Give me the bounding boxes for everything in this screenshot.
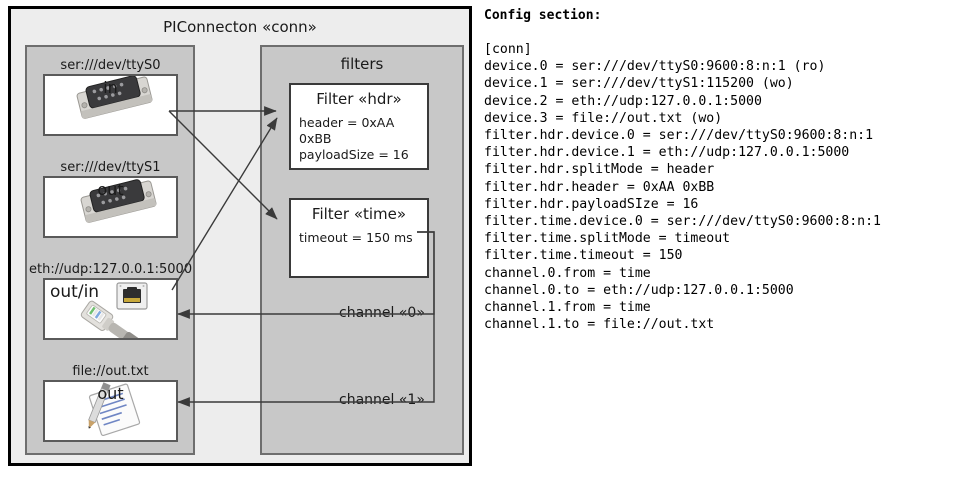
config-line: filter.hdr.device.0 = ser:///dev/ttyS0:9… [484, 128, 874, 144]
config-line: channel.1.from = time [484, 300, 651, 316]
filters-group-title: filters [340, 55, 384, 73]
filter-prop: timeout = 150 ms [299, 230, 413, 245]
page-title: PIConnecton «conn» [163, 18, 317, 36]
config-line: filter.hdr.header = 0xAA 0xBB [484, 179, 715, 195]
config-line: filter.time.splitMode = timeout [484, 231, 731, 247]
device-direction-label: out [97, 384, 124, 403]
device-direction-label: in [103, 78, 118, 97]
config-line: [conn] [484, 42, 532, 57]
piconnecton-container: PIConnecton «conn» ser:///dev/ttyS0 in [8, 6, 472, 466]
config-line: device.3 = file://out.txt (wo) [484, 110, 723, 126]
serial-port-icon [45, 178, 176, 236]
filters-group: filters Filter «hdr» header = 0xAA 0xBB … [260, 45, 464, 455]
ethernet-plug-icon [45, 280, 176, 338]
device-label: ser:///dev/ttyS1 [60, 160, 161, 175]
config-line: device.0 = ser:///dev/ttyS0:9600:8:n:1 (… [484, 59, 826, 75]
filter-prop: header = 0xAA 0xBB [299, 115, 395, 146]
device-label: eth://udp:127.0.0.1:5000 [29, 262, 193, 277]
config-line: channel.1.to = file://out.txt [484, 317, 715, 333]
filter-title: Filter «time» [311, 205, 407, 223]
text-file-icon [45, 382, 176, 440]
config-line: device.2 = eth://udp:127.0.0.1:5000 [484, 93, 762, 109]
filter-title: Filter «hdr» [316, 90, 402, 108]
filter-hdr-box[interactable]: Filter «hdr» header = 0xAA 0xBB payloadS… [289, 83, 429, 170]
filter-time-box[interactable]: Filter «time» timeout = 150 ms [289, 198, 429, 278]
serial-port-icon [45, 76, 176, 134]
device-label: file://out.txt [72, 364, 149, 379]
device-direction-label: out/in [50, 282, 100, 302]
channel-0-label: channel «0» [339, 305, 425, 321]
config-line: filter.hdr.splitMode = header [484, 162, 715, 178]
device-card[interactable]: in [43, 74, 178, 136]
device-label: ser:///dev/ttyS0 [60, 58, 161, 73]
config-heading: Config section: [484, 8, 602, 23]
config-line: device.1 = ser:///dev/ttyS1:115200 (wo) [484, 76, 794, 92]
config-line: channel.0.to = eth://udp:127.0.0.1:5000 [484, 282, 794, 298]
config-line: filter.hdr.device.1 = eth://udp:127.0.0.… [484, 145, 850, 161]
device-serial-ttys0[interactable]: ser:///dev/ttyS0 in [43, 57, 178, 136]
config-line: filter.hdr.payloadSIze = 16 [484, 196, 699, 212]
config-line: channel.0.from = time [484, 265, 651, 281]
device-card[interactable]: out [43, 176, 178, 238]
devices-group: ser:///dev/ttyS0 in [25, 45, 195, 455]
filter-prop: payloadSize = 16 [299, 147, 409, 162]
config-line: filter.time.timeout = 150 [484, 248, 683, 264]
device-serial-ttys1[interactable]: ser:///dev/ttyS1 out [43, 159, 178, 238]
config-line: filter.time.device.0 = ser:///dev/ttyS0:… [484, 214, 881, 230]
device-file-out[interactable]: file://out.txt out [43, 363, 178, 442]
channel-1-label: channel «1» [339, 392, 425, 408]
device-card[interactable]: out [43, 380, 178, 442]
config-text-block: [conn] device.0 = ser:///dev/ttyS0:9600:8… [484, 41, 881, 333]
config-section-panel: Config section: [conn] device.0 = ser:///… [482, 0, 964, 484]
device-direction-label: out [97, 180, 124, 199]
device-eth-udp[interactable]: eth://udp:127.0.0.1:5000 out/in [29, 261, 192, 340]
device-card[interactable]: out/in [43, 278, 178, 340]
